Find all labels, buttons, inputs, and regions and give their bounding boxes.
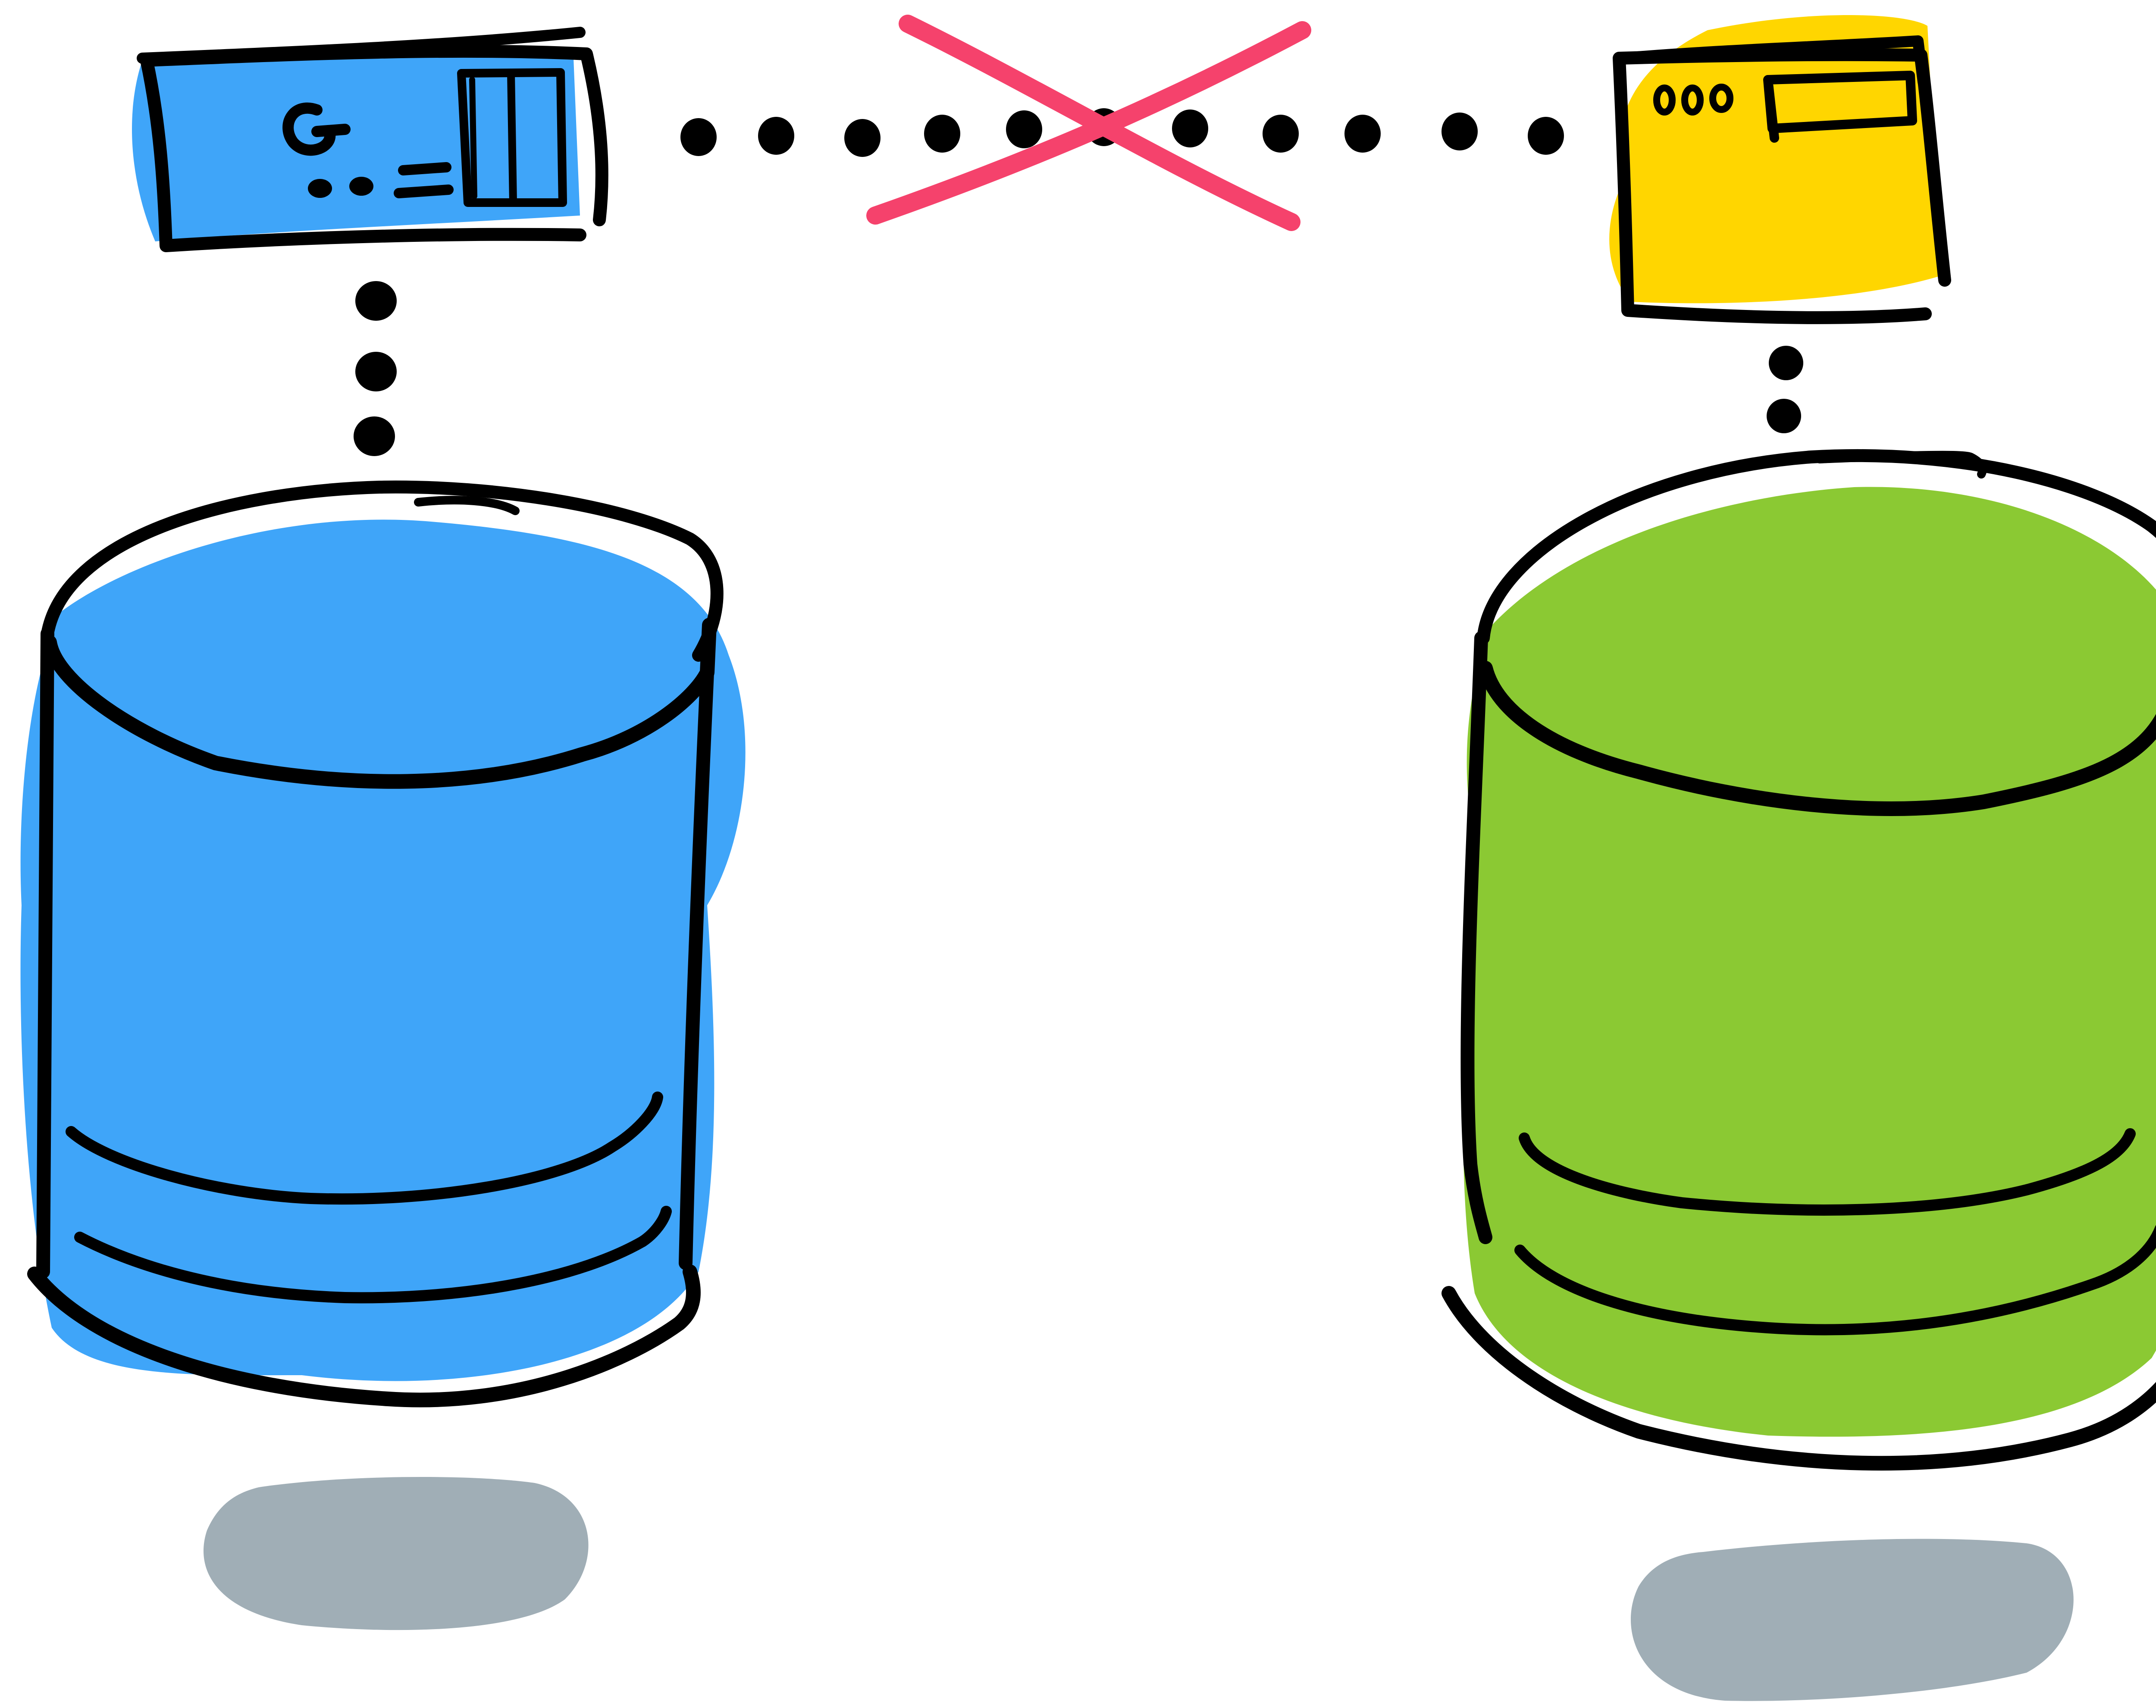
right-database-top-front	[1478, 661, 2156, 816]
right-database-shadow	[1630, 1539, 2074, 1701]
left-db-link-dot-3	[354, 416, 395, 456]
address-bar-icon	[1763, 71, 1917, 143]
indicator-dot-2	[349, 177, 373, 196]
left-database-top-front	[42, 618, 717, 789]
indicator-dot-1	[308, 179, 332, 198]
slot-line-1	[398, 162, 451, 175]
left-database-lid-tab	[414, 496, 520, 515]
left-server-top-edge	[137, 27, 586, 64]
left-database-band-2	[74, 1206, 672, 1304]
server-link-dot-11	[1528, 117, 1564, 155]
server-link-dot-4	[924, 115, 960, 153]
window-dot-3	[1709, 84, 1733, 113]
server-link-dot-10	[1442, 113, 1478, 150]
right-db-link-dot-1	[1769, 346, 1803, 380]
left-database-cylinder	[20, 480, 746, 1630]
left-server-to-database-link	[354, 281, 397, 456]
server-link-dot-5	[1006, 110, 1042, 148]
right-server-top-edge	[1616, 35, 1929, 88]
right-server-node	[1609, 15, 1951, 324]
left-db-link-dot-1	[355, 281, 397, 321]
window-dot-1	[1653, 84, 1676, 116]
server-link-dot-7	[1172, 109, 1208, 147]
left-database-left-side	[36, 627, 54, 1279]
right-database-band-1	[1519, 1128, 2136, 1216]
right-database-bottom	[1442, 1286, 2156, 1471]
server-link-dot-3	[844, 119, 881, 157]
slot-line-2	[394, 185, 454, 198]
left-db-link-dot-2	[355, 352, 397, 391]
right-database-cylinder	[1442, 449, 2156, 1701]
left-database-right-side	[679, 666, 714, 1270]
server-link-dot-1	[680, 118, 717, 156]
right-db-link-dot-2	[1767, 399, 1801, 433]
left-server-node	[132, 27, 608, 252]
left-database-top-rim	[41, 480, 724, 662]
left-database-shadow	[203, 1477, 589, 1630]
server-link-dot-8	[1263, 115, 1299, 153]
left-database-band-1	[66, 1092, 663, 1205]
right-database-lid-tab	[1815, 450, 1987, 479]
right-database-band-2	[1514, 1225, 2156, 1336]
broken-link-cross-icon	[866, 15, 1311, 231]
power-icon	[282, 102, 351, 156]
right-server-to-database-link	[1767, 346, 1803, 433]
server-link-dot-9	[1344, 115, 1381, 153]
server-link-dot-2	[758, 117, 794, 155]
left-database-fill	[20, 519, 746, 1381]
right-database-left-side	[1460, 631, 1492, 1244]
window-dot-2	[1681, 84, 1704, 116]
drive-bays-icon	[457, 68, 567, 207]
left-database-bottom	[27, 1264, 701, 1408]
